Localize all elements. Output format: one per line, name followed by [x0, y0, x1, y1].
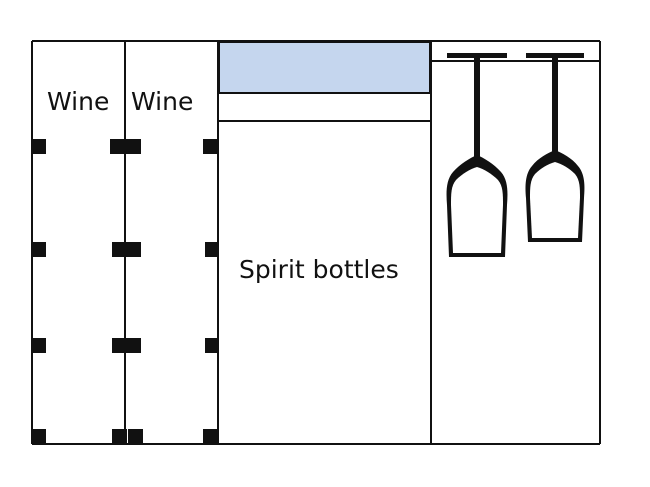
peg	[126, 338, 141, 353]
wine-glass-icon	[525, 53, 585, 242]
peg	[126, 242, 141, 257]
peg	[203, 429, 218, 444]
glass-stem	[474, 57, 480, 160]
peg	[112, 338, 125, 353]
glass-stem	[552, 57, 558, 155]
shelf-pegs	[33, 139, 218, 444]
wine-glass-icon	[446, 53, 508, 257]
peg	[203, 139, 218, 154]
peg	[205, 242, 218, 257]
peg	[33, 429, 46, 444]
peg	[205, 338, 218, 353]
peg	[110, 139, 125, 154]
spirit-bottles-label: Spirit bottles	[239, 255, 399, 284]
peg	[112, 429, 127, 444]
glass-bowl-inner	[451, 167, 503, 253]
peg	[126, 139, 141, 154]
shelf-highlighted	[218, 41, 431, 94]
peg	[33, 242, 46, 257]
peg	[112, 242, 125, 257]
wine-rack-left-label: Wine	[47, 87, 109, 116]
wine-rack-right-label: Wine	[131, 87, 193, 116]
peg	[128, 429, 143, 444]
peg	[33, 338, 46, 353]
glass-hanger-bar	[447, 53, 507, 58]
peg	[33, 139, 46, 154]
glass-hanger-bar	[526, 53, 584, 58]
glass-bowl-inner	[530, 162, 580, 238]
